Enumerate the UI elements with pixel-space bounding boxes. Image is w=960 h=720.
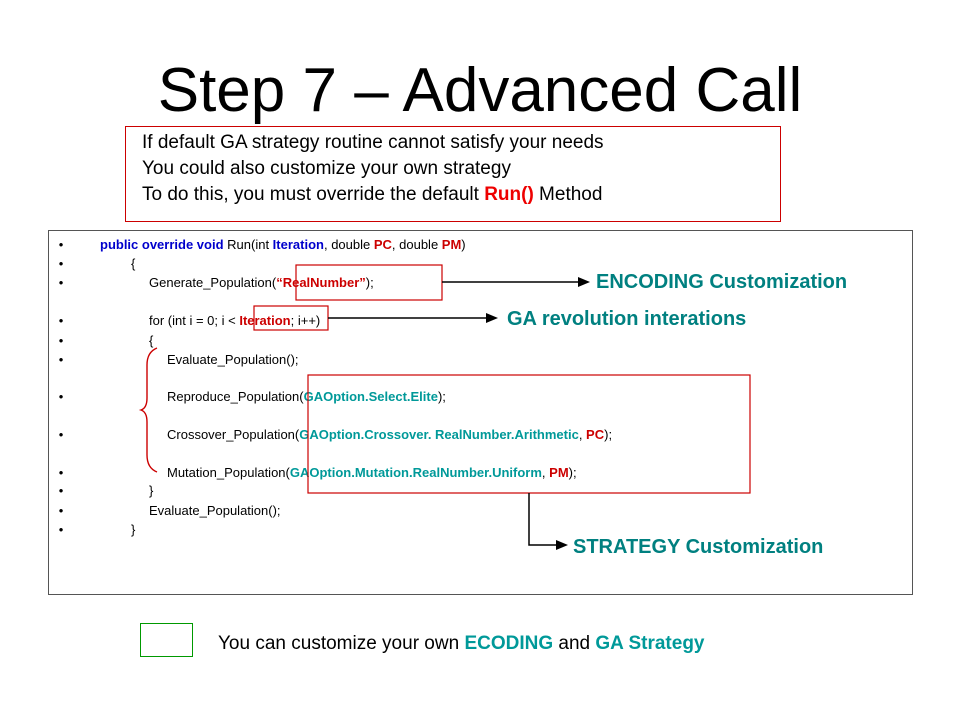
bullet: • [58,237,64,252]
iteration-highlight-box [253,305,329,331]
code-fragment: ) [461,237,466,252]
strategy-arrow-head [556,540,568,550]
code-line-2-text: { [131,256,136,271]
intro-line-3-suffix: Method [533,184,603,205]
bullet: • [58,483,64,498]
strategy-brace [138,347,158,473]
bullet: • [58,333,64,348]
param-pc: PC [373,237,392,252]
code-line-7-text: Reproduce_Population(GAOption.Select.Eli… [167,389,446,405]
code-fragment: ); [365,275,374,290]
code-line-3-text: Generate_Population(“RealNumber”); [149,275,374,291]
bottom-note-prefix: You can customize your own [218,633,465,654]
intro-line-2: You could also customize your own strate… [142,158,511,179]
code-fragment: ); [604,427,613,442]
select-option: GAOption.Select.Elite [303,389,438,404]
param-iteration: Iteration [272,237,324,252]
bullet: • [58,503,64,518]
intro-box: If default GA strategy routine cannot sa… [125,126,781,222]
code-line-6-text: Evaluate_Population(); [167,352,299,367]
strategy-highlight-box [307,374,751,494]
code-fragment: ; i++) [290,313,321,328]
bullet: • [58,389,64,404]
code-fragment: ); [568,465,577,480]
bullet: • [58,522,64,537]
loop-iteration-param: Iteration [239,313,291,328]
code-fragment: ); [437,389,446,404]
code-line-12-text: } [131,522,136,537]
encoding-string: “RealNumber” [276,275,366,290]
code-line-1-text: public override void Run(int Iteration, … [100,237,466,253]
param-pm: PM [549,465,569,480]
param-pm: PM [441,237,462,252]
run-method-name: Run() [484,184,534,205]
code-line-8-text: Crossover_Population(GAOption.Crossover.… [167,427,612,443]
mutation-option: GAOption.Mutation.RealNumber.Uniform [289,465,542,480]
code-fragment: Mutation_Population( [167,465,290,480]
code-fragment: Reproduce_Population( [167,389,304,404]
intro-line-1: If default GA strategy routine cannot sa… [142,132,604,153]
bullet: • [58,275,64,290]
code-line-5-text: { [149,333,154,348]
encoding-highlight-box [295,264,443,301]
code-line-9-text: Mutation_Population(GAOption.Mutation.Re… [167,465,577,481]
strategy-arrow-line [528,493,556,546]
iterations-arrow-head [486,313,498,323]
code-line-10-text: } [149,483,154,498]
bullet: • [58,352,64,367]
param-pc: PC [586,427,605,442]
code-fragment: Crossover_Population( [167,427,300,442]
bottom-note-middle: and [553,633,596,654]
keyword: public override void [100,237,224,252]
iterations-label: GA revolution interations [507,308,747,330]
code-fragment: for (int i = 0; i < [149,313,240,328]
bottom-note-encoding: ECODING [464,633,554,654]
code-fragment: , double [391,237,442,252]
bullet: • [58,313,64,328]
bullet: • [58,427,64,442]
code-fragment: Run(int [223,237,273,252]
code-fragment: , [578,427,587,442]
bottom-note-strategy: GA Strategy [595,633,705,654]
strategy-customization-label: STRATEGY Customization [573,536,824,558]
encoding-customization-label: ENCODING Customization [596,271,848,293]
bullet: • [58,465,64,480]
code-fragment: , [541,465,550,480]
encoding-arrow-head [578,277,590,287]
intro-line-3: To do this, you must override the defaul… [142,182,780,208]
code-box: • public override void Run(int Iteration… [48,230,913,595]
code-fragment: Generate_Population( [149,275,277,290]
bullet: • [58,256,64,271]
code-fragment: , double [323,237,374,252]
code-line-11-text: Evaluate_Population(); [149,503,281,518]
code-line-4-text: for (int i = 0; i < Iteration; i++) [149,313,320,329]
bottom-note: You can customize your own ECODING and G… [218,632,705,656]
legend-green-box [140,623,193,657]
intro-line-3-prefix: To do this, you must override the defaul… [142,184,485,205]
crossover-option: GAOption.Crossover. RealNumber.Arithmeti… [299,427,579,442]
slide-title: Step 7 – Advanced Call [157,56,803,125]
